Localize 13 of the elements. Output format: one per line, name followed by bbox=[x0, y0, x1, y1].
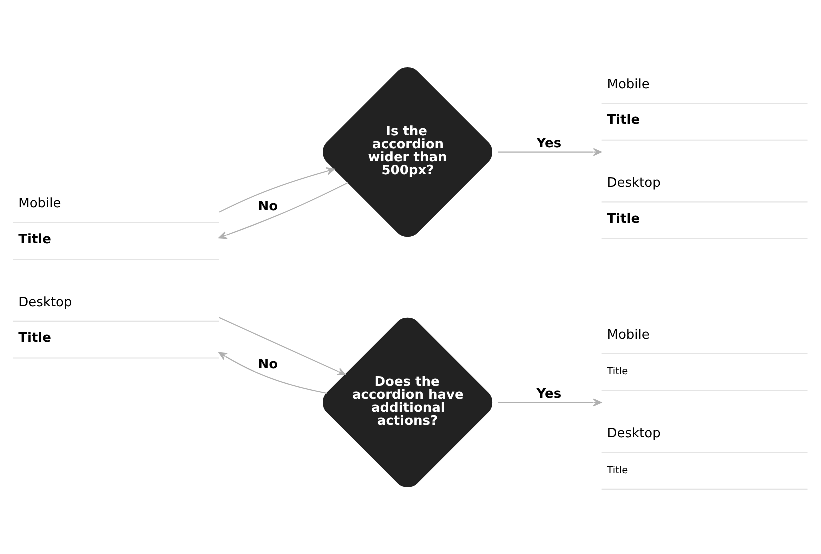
arrow bbox=[498, 148, 602, 156]
arrow bbox=[498, 398, 602, 406]
node-text: Mobile Title Desktop Title bbox=[607, 76, 661, 226]
node-text: Mobile Title Desktop Title bbox=[607, 327, 661, 476]
arrow bbox=[218, 182, 348, 239]
edge-label: Yes bbox=[536, 386, 562, 402]
arrow bbox=[218, 352, 328, 394]
edge-label: No bbox=[258, 198, 278, 214]
arrow bbox=[219, 316, 346, 376]
edge-label: No bbox=[258, 357, 278, 372]
arrow bbox=[219, 167, 336, 212]
node-text: Mobile Title Desktop Title bbox=[18, 196, 72, 346]
edge-label: Yes bbox=[536, 136, 562, 152]
